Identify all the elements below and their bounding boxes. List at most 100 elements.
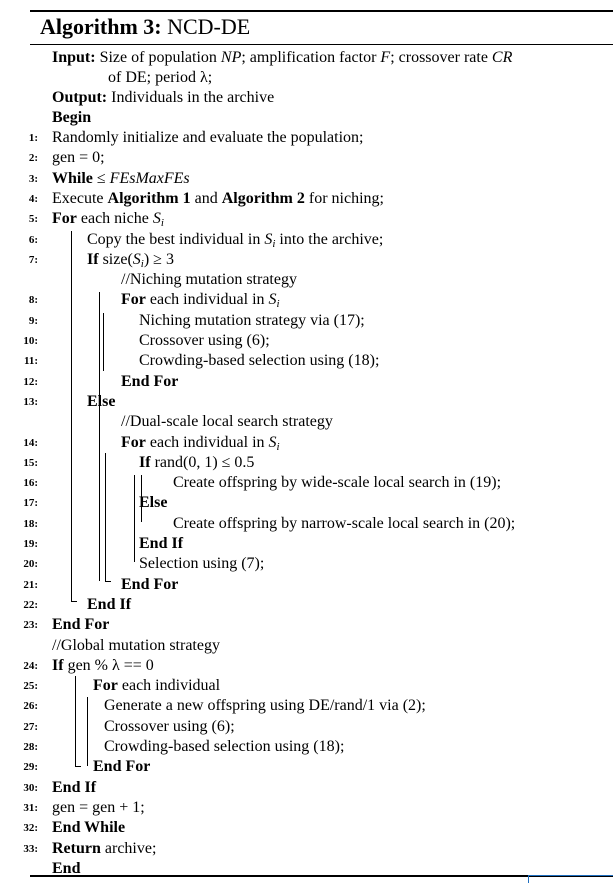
line-number: 19: <box>23 538 38 550</box>
guide-end-tick <box>75 766 81 767</box>
bottom-rule <box>30 875 613 877</box>
line-number: 4: <box>28 192 38 205</box>
line-text: gen = gen + 1; <box>52 798 145 816</box>
line-variable: MaxFEs <box>135 169 190 187</box>
guide-for-individual <box>134 475 135 562</box>
page-corner-mark <box>528 875 613 883</box>
line-number: 18: <box>23 517 38 530</box>
line-text: size( <box>98 250 133 268</box>
algorithm-line: Else <box>87 392 115 412</box>
line-subscript: i <box>272 237 276 250</box>
line-text: each individual in <box>145 291 269 309</box>
begin-keyword: Begin <box>52 109 92 126</box>
line-number: 33: <box>23 842 38 855</box>
algorithm-line: Niching mutation strategy via (17); <box>139 311 365 331</box>
algorithm-line: End For <box>121 372 178 392</box>
algorithm-line: Create offspring by narrow-scale local s… <box>173 514 515 534</box>
line-number: 13: <box>23 395 38 408</box>
input-var-np: NP <box>220 49 242 66</box>
line-keyword: For <box>121 433 146 451</box>
line-subscript: i <box>276 298 280 311</box>
line-keyword: If <box>52 656 64 674</box>
line-number: 20: <box>23 558 38 571</box>
line-keyword: If <box>87 250 99 268</box>
line-text: Crowding-based selection using (18); <box>104 738 345 755</box>
line-text: Generate a new offspring using DE/rand/1… <box>104 697 426 715</box>
line-number: 30: <box>23 781 38 794</box>
line-keyword: End For <box>52 616 110 634</box>
line-number: 25: <box>23 680 38 693</box>
line-text: Selection using (7); <box>139 555 265 573</box>
line-number: 32: <box>23 822 38 835</box>
line-text: each niche <box>76 210 153 228</box>
line-text: Crowding-based selection using (18); <box>139 352 380 370</box>
algorithm-line: Generate a new offspring using DE/rand/1… <box>104 696 426 716</box>
algorithm-line: Crowding-based selection using (18); <box>104 737 344 757</box>
input-text-1: Size of population <box>99 49 221 66</box>
line-keyword: For <box>121 291 146 309</box>
algorithm-line: Crossover using (6); <box>104 717 235 737</box>
line-number: 29: <box>23 761 38 774</box>
algorithm-line: Return archive; <box>52 839 156 859</box>
line-subscript: i <box>276 440 280 453</box>
algorithm-line: gen = 0; <box>52 148 105 168</box>
line-text: rand(0, 1) ≤ 0.5 <box>150 453 255 471</box>
algorithm-line: //Niching mutation strategy <box>121 270 297 290</box>
line-text: into the archive; <box>275 230 384 248</box>
line-number: 17: <box>23 497 38 510</box>
top-rule <box>30 10 613 12</box>
line-keyword: For <box>93 677 118 695</box>
algorithm-title-label: Algorithm 3: <box>40 14 162 39</box>
line-number: 16: <box>23 477 38 490</box>
guide-end-tick <box>105 581 111 582</box>
algorithm-line: //Global mutation strategy <box>52 636 220 656</box>
line-text: Randomly initialize and evaluate the pop… <box>52 129 364 146</box>
line-text: Niching mutation strategy via (17); <box>139 311 365 329</box>
input-line-cont: of DE; period λ; <box>108 69 213 86</box>
line-text: Copy the best individual in <box>87 230 265 248</box>
guide-end-tick <box>71 601 77 602</box>
guide-else <box>105 453 106 581</box>
line-text: Create offspring by narrow-scale local s… <box>173 514 516 532</box>
line-keyword: While <box>52 169 93 187</box>
algorithm-line: For each individual <box>93 676 220 696</box>
line-keyword: End For <box>121 372 179 390</box>
line-text: Create offspring by wide-scale local sea… <box>173 474 502 492</box>
algorithm-line: //Dual-scale local search strategy <box>121 412 333 432</box>
line-keyword: Else <box>139 494 168 512</box>
line-text: gen = 0; <box>52 149 105 167</box>
line-keyword: Return <box>52 839 101 857</box>
algorithm-line: End For <box>121 575 178 595</box>
line-number: 31: <box>23 801 38 814</box>
algorithm-line: If rand(0, 1) ≤ 0.5 <box>139 453 254 473</box>
line-number: 15: <box>23 456 38 469</box>
line-number: 9: <box>28 314 38 327</box>
algorithm-line: If gen % λ == 0 <box>52 656 154 676</box>
line-number: 12: <box>23 375 38 388</box>
line-number: 14: <box>23 436 38 449</box>
line-number: 3: <box>28 172 38 185</box>
line-text: ≤ <box>92 169 110 187</box>
line-keyword: End If <box>139 535 184 552</box>
input-var-f: F <box>380 49 391 66</box>
line-number: 22: <box>23 598 38 611</box>
line-number: 5: <box>28 213 38 226</box>
algorithm-line: End For <box>93 757 150 777</box>
guide-if-gen <box>75 676 76 766</box>
line-keyword: For <box>52 210 77 228</box>
line-keyword: Algorithm 1 <box>107 189 191 207</box>
line-text: Crossover using (6); <box>139 332 270 349</box>
line-text: ) ≥ 3 <box>143 250 174 268</box>
line-number: 1: <box>28 132 38 144</box>
line-text: and <box>190 189 222 207</box>
input-text-3: ; crossover rate <box>390 49 492 66</box>
line-keyword: Else <box>87 392 116 410</box>
line-subscript: i <box>140 257 144 270</box>
line-variable: S <box>132 250 141 268</box>
line-keyword: End If <box>87 595 132 613</box>
output-label: Output: <box>52 89 108 106</box>
line-number: 11: <box>23 355 38 368</box>
algorithm-line: Execute Algorithm 1 and Algorithm 2 for … <box>52 189 384 209</box>
algorithm-line: Crowding-based selection using (18); <box>139 351 379 371</box>
